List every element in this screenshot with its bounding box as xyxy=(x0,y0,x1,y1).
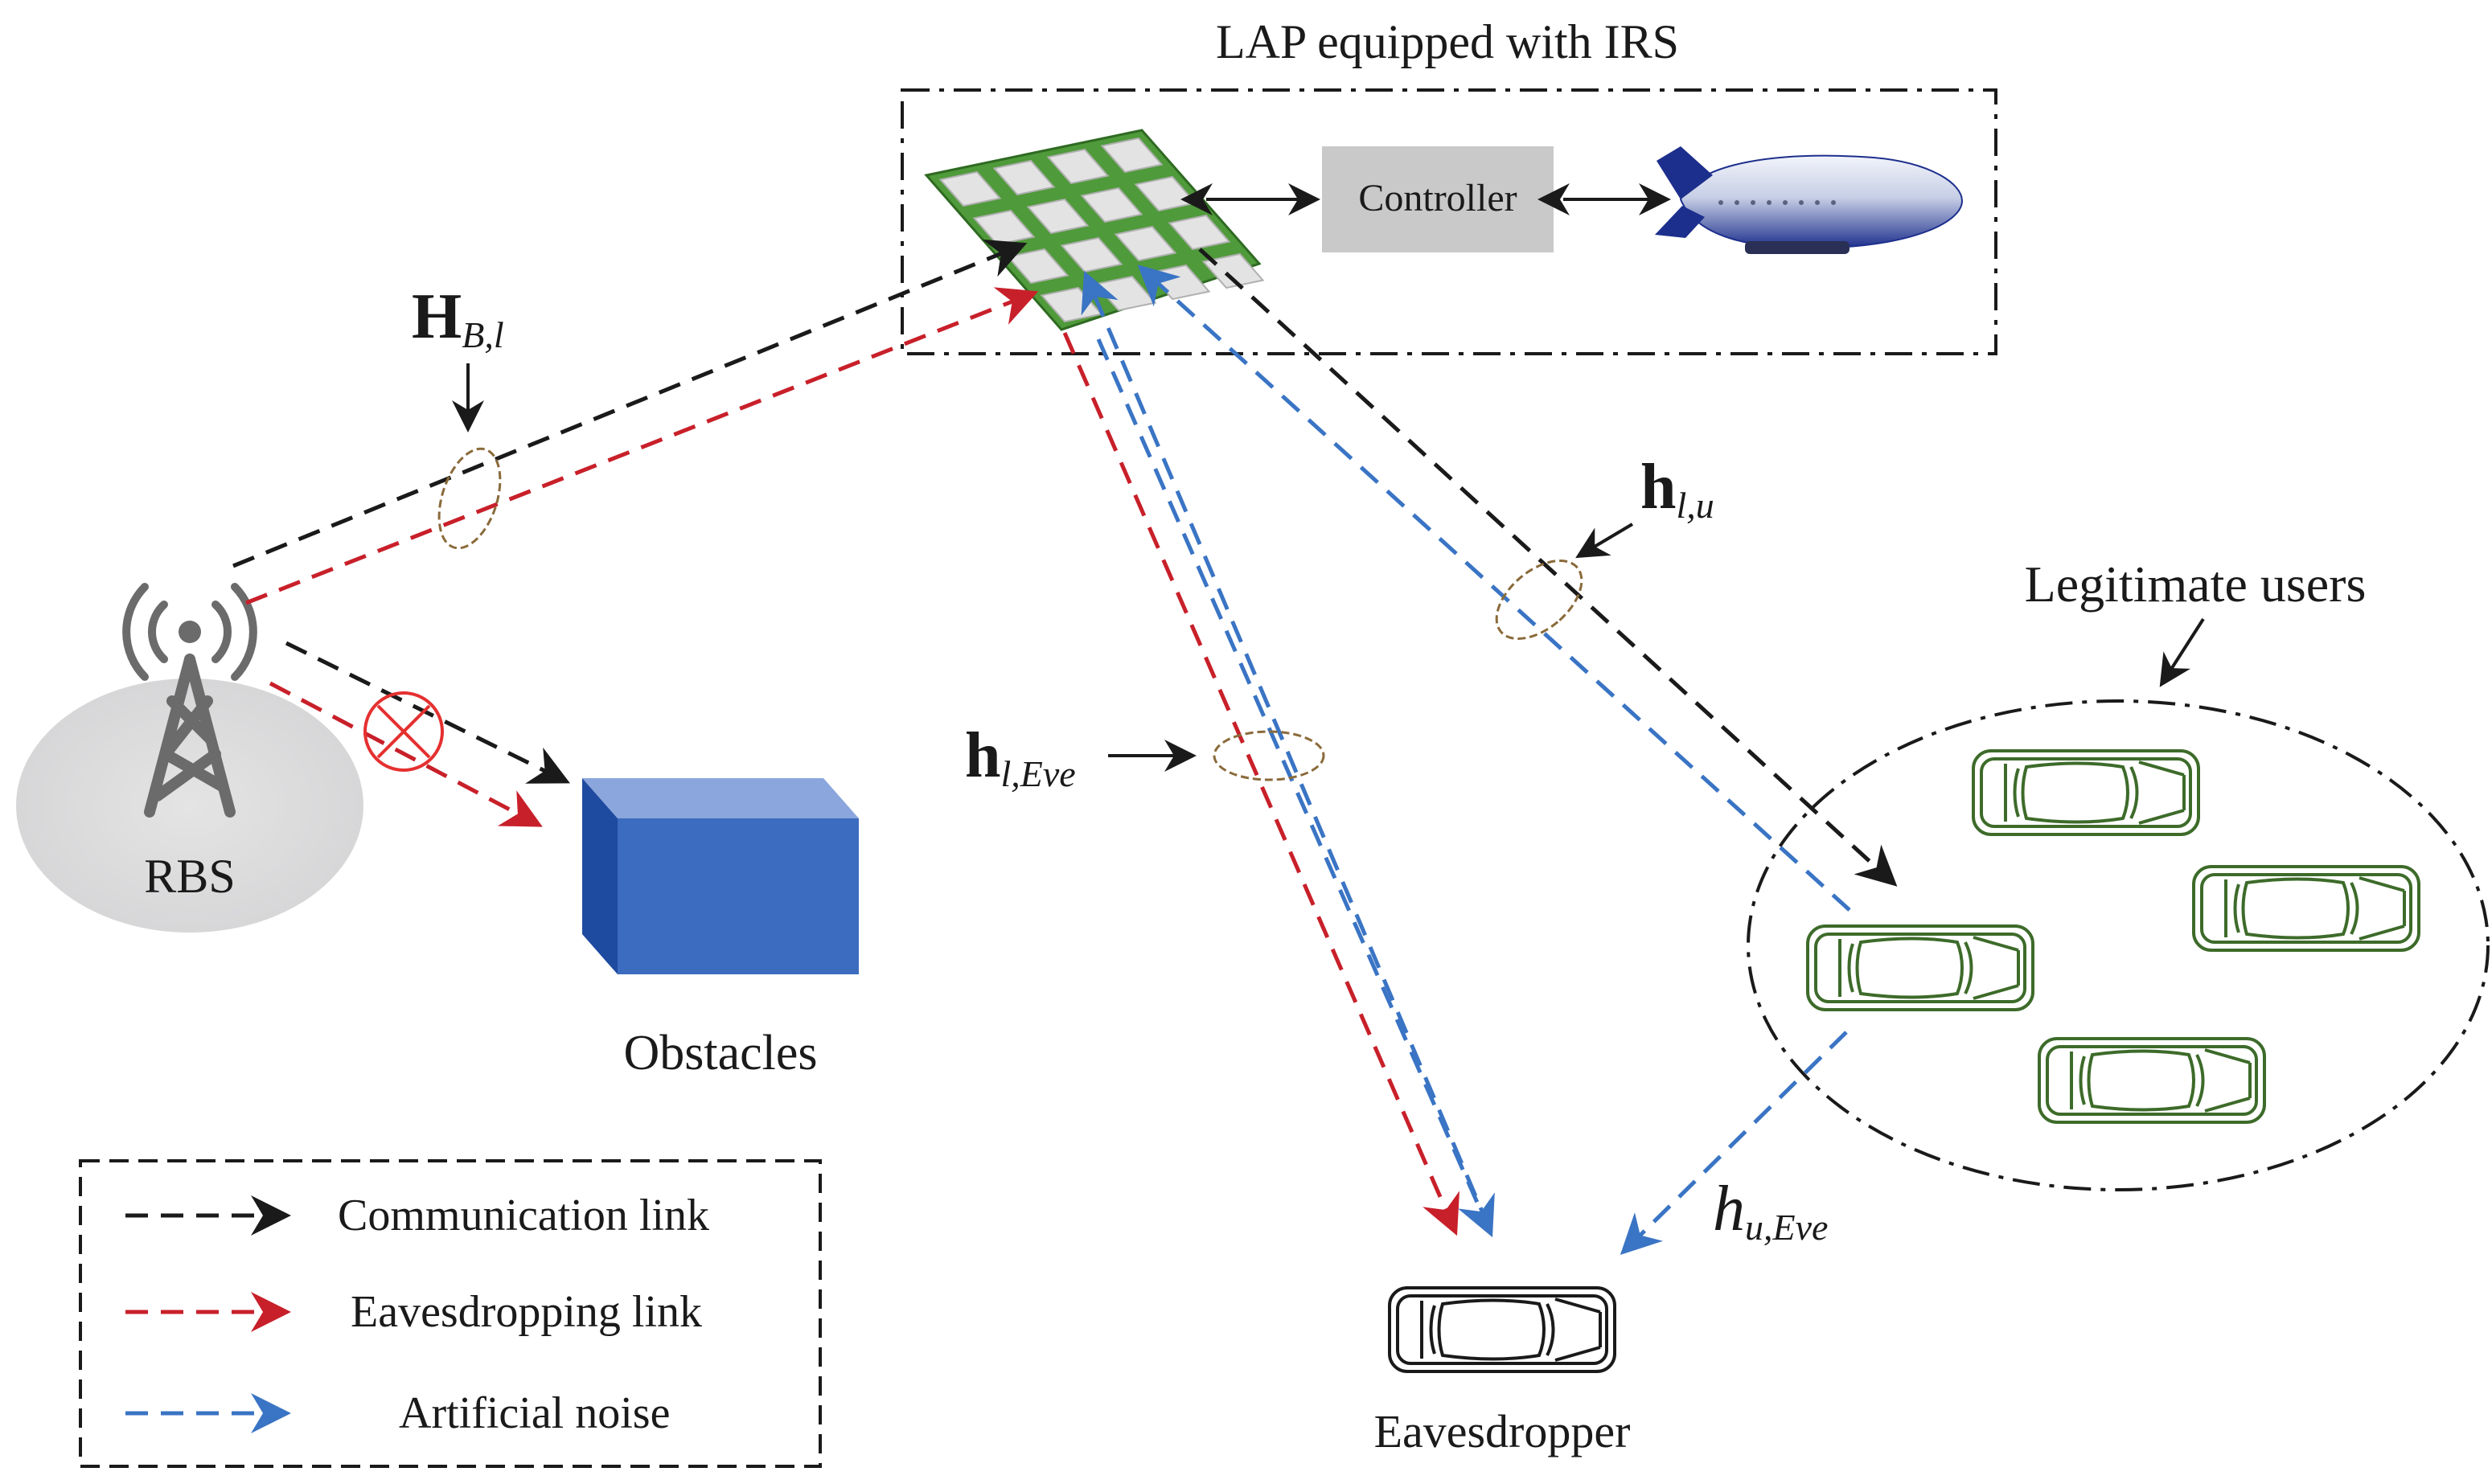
irs-element xyxy=(1114,225,1177,262)
channel-label-lu: hl,u xyxy=(1640,452,1714,526)
irs-element xyxy=(1201,252,1265,289)
channel-ellipse-leve xyxy=(1213,730,1325,781)
channel-label-ueve: hu,Eve xyxy=(1713,1174,1828,1248)
irs-element xyxy=(992,159,1056,196)
channel-label-leve: hl,Eve xyxy=(965,720,1076,794)
irs-element xyxy=(972,209,1036,246)
irs-eve-eavesdrop-link xyxy=(1062,332,1459,1236)
channel-label-bl: HB,l xyxy=(412,281,504,355)
irs-element xyxy=(1168,214,1231,251)
user-car-icon xyxy=(1972,749,2200,836)
irs-element xyxy=(1046,148,1110,185)
blocked-icon xyxy=(363,691,444,772)
user-car-icon xyxy=(2192,865,2420,952)
rbs-coverage xyxy=(16,678,363,933)
controller-label: Controller xyxy=(1358,177,1517,219)
legitimate-users-pointer xyxy=(2159,617,2205,687)
signal-waves-icon xyxy=(122,583,257,681)
legend-label-eavesdropping: Eavesdropping link xyxy=(351,1287,702,1337)
lap-frame xyxy=(901,88,1997,355)
eve-irs-noise-link xyxy=(1081,270,1492,1229)
rbs-irs-eve-link xyxy=(245,287,1039,605)
user-car-icon xyxy=(2038,1037,2266,1124)
users-irs-noise-link xyxy=(1137,264,1851,912)
user-car-icon xyxy=(1806,924,2034,1011)
lap-title: LAP equipped with IRS xyxy=(1216,15,1679,68)
rbs-label: RBS xyxy=(144,850,235,903)
legend-label-communication: Communication link xyxy=(338,1191,709,1240)
legitimate-users-label: Legitimate users xyxy=(2025,555,2367,613)
hlu-pointer xyxy=(1575,523,1634,559)
irs-element xyxy=(938,170,1002,207)
rbs-obstacle-eve-link xyxy=(269,681,543,827)
eavesdropper-car-icon xyxy=(1388,1286,1616,1373)
irs-eve-noise-link xyxy=(1096,338,1495,1238)
user-eve-noise-link xyxy=(1620,1031,1848,1256)
obstacle-box xyxy=(582,778,859,974)
irs-element xyxy=(1080,187,1143,223)
channel-ellipse-bl xyxy=(437,447,502,550)
irs-element xyxy=(1060,236,1123,273)
obstacles-label: Obstacles xyxy=(623,1026,817,1080)
legitimate-users-region xyxy=(1747,699,2490,1191)
irs-users-comm-link xyxy=(1198,248,1898,887)
eavesdropper-label: Eavesdropper xyxy=(1374,1405,1631,1457)
blimp-icon xyxy=(1655,146,1964,254)
irs-element xyxy=(1026,198,1090,235)
rbs-irs-comm-link xyxy=(232,239,1028,568)
legend-label-artificial-noise: Artificial noise xyxy=(399,1388,670,1438)
tower-icon xyxy=(144,654,236,818)
irs-element xyxy=(1100,137,1164,174)
controller-box xyxy=(1322,146,1554,252)
